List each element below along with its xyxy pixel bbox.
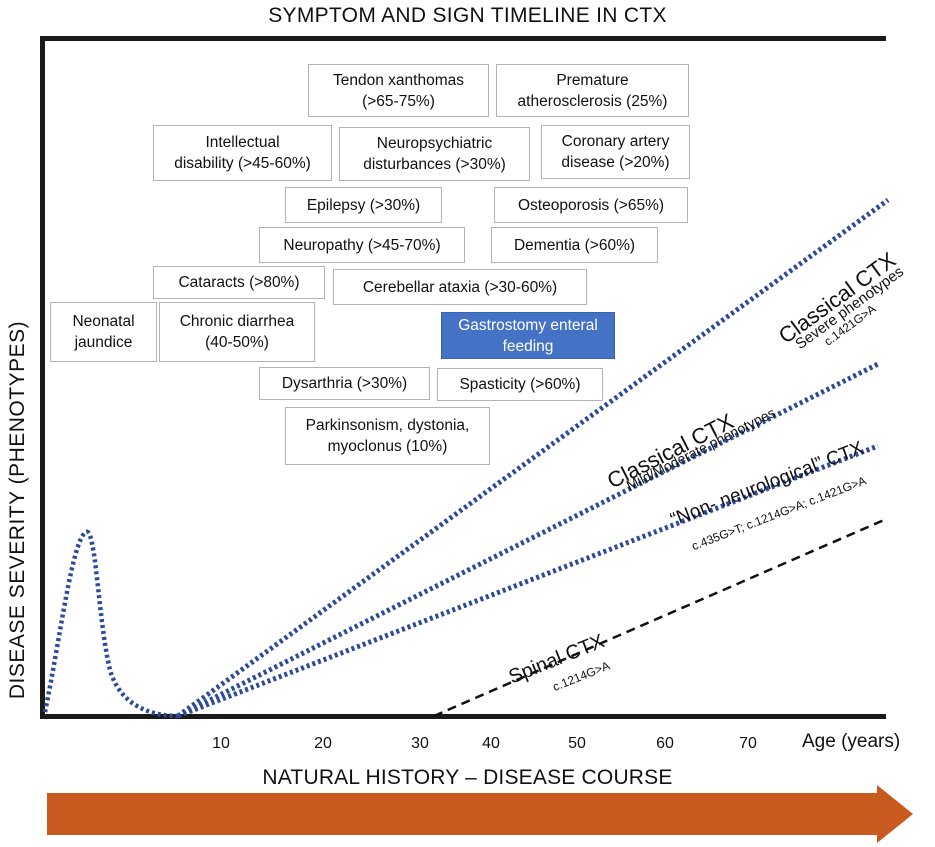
annotation-box: Spasticity (>60%) <box>437 368 603 401</box>
annotation-box-highlighted: Gastrostomy enteral feeding <box>441 312 615 359</box>
neonatal-peak-curve <box>42 529 179 719</box>
chart-title: SYMPTOM AND SIGN TIMELINE IN CTX <box>268 4 667 27</box>
annotation-box: Osteoporosis (>65%) <box>494 187 688 223</box>
annotation-box: Neuropsychiatric disturbances (>30%) <box>339 127 530 181</box>
annotation-box: Premature atherosclerosis (25%) <box>496 64 689 117</box>
annotation-box: Dementia (>60%) <box>491 227 658 263</box>
x-axis-label: Age (years) <box>802 731 901 752</box>
series-line-non-neurological <box>177 443 879 719</box>
annotation-box: Neonatal jaundice <box>50 302 157 362</box>
x-tick-label: 20 <box>314 735 332 752</box>
disease-course-label: NATURAL HISTORY – DISEASE COURSE <box>262 766 673 789</box>
series-line-classical-severe <box>176 197 890 719</box>
plot-area <box>40 36 886 719</box>
annotation-box: Dysarthria (>30%) <box>259 367 430 400</box>
annotation-box: Tendon xanthomas (>65-75%) <box>308 64 489 117</box>
x-tick-label: 70 <box>739 735 757 752</box>
x-tick-label: 40 <box>482 735 500 752</box>
x-tick-label: 50 <box>568 735 586 752</box>
x-tick-label: 30 <box>411 735 429 752</box>
x-tick-label: 60 <box>656 735 674 752</box>
annotation-box: Coronary artery disease (>20%) <box>541 125 690 179</box>
series-line-spinal <box>433 518 885 718</box>
x-tick-label: 10 <box>212 735 230 752</box>
annotation-box: Parkinsonism, dystonia, myoclonus (10%) <box>285 407 490 465</box>
annotation-box: Epilepsy (>30%) <box>285 187 442 223</box>
annotation-box: Cerebellar ataxia (>30-60%) <box>333 269 587 305</box>
annotation-box: Cataracts (>80%) <box>153 266 325 299</box>
series-line-classical-mild <box>176 361 880 719</box>
annotation-box: Chronic diarrhea (40-50%) <box>159 302 315 362</box>
annotation-box: Neuropathy (>45-70%) <box>259 227 465 263</box>
annotation-box: Intellectual disability (>45-60%) <box>153 125 332 181</box>
disease-course-arrow <box>47 785 913 843</box>
